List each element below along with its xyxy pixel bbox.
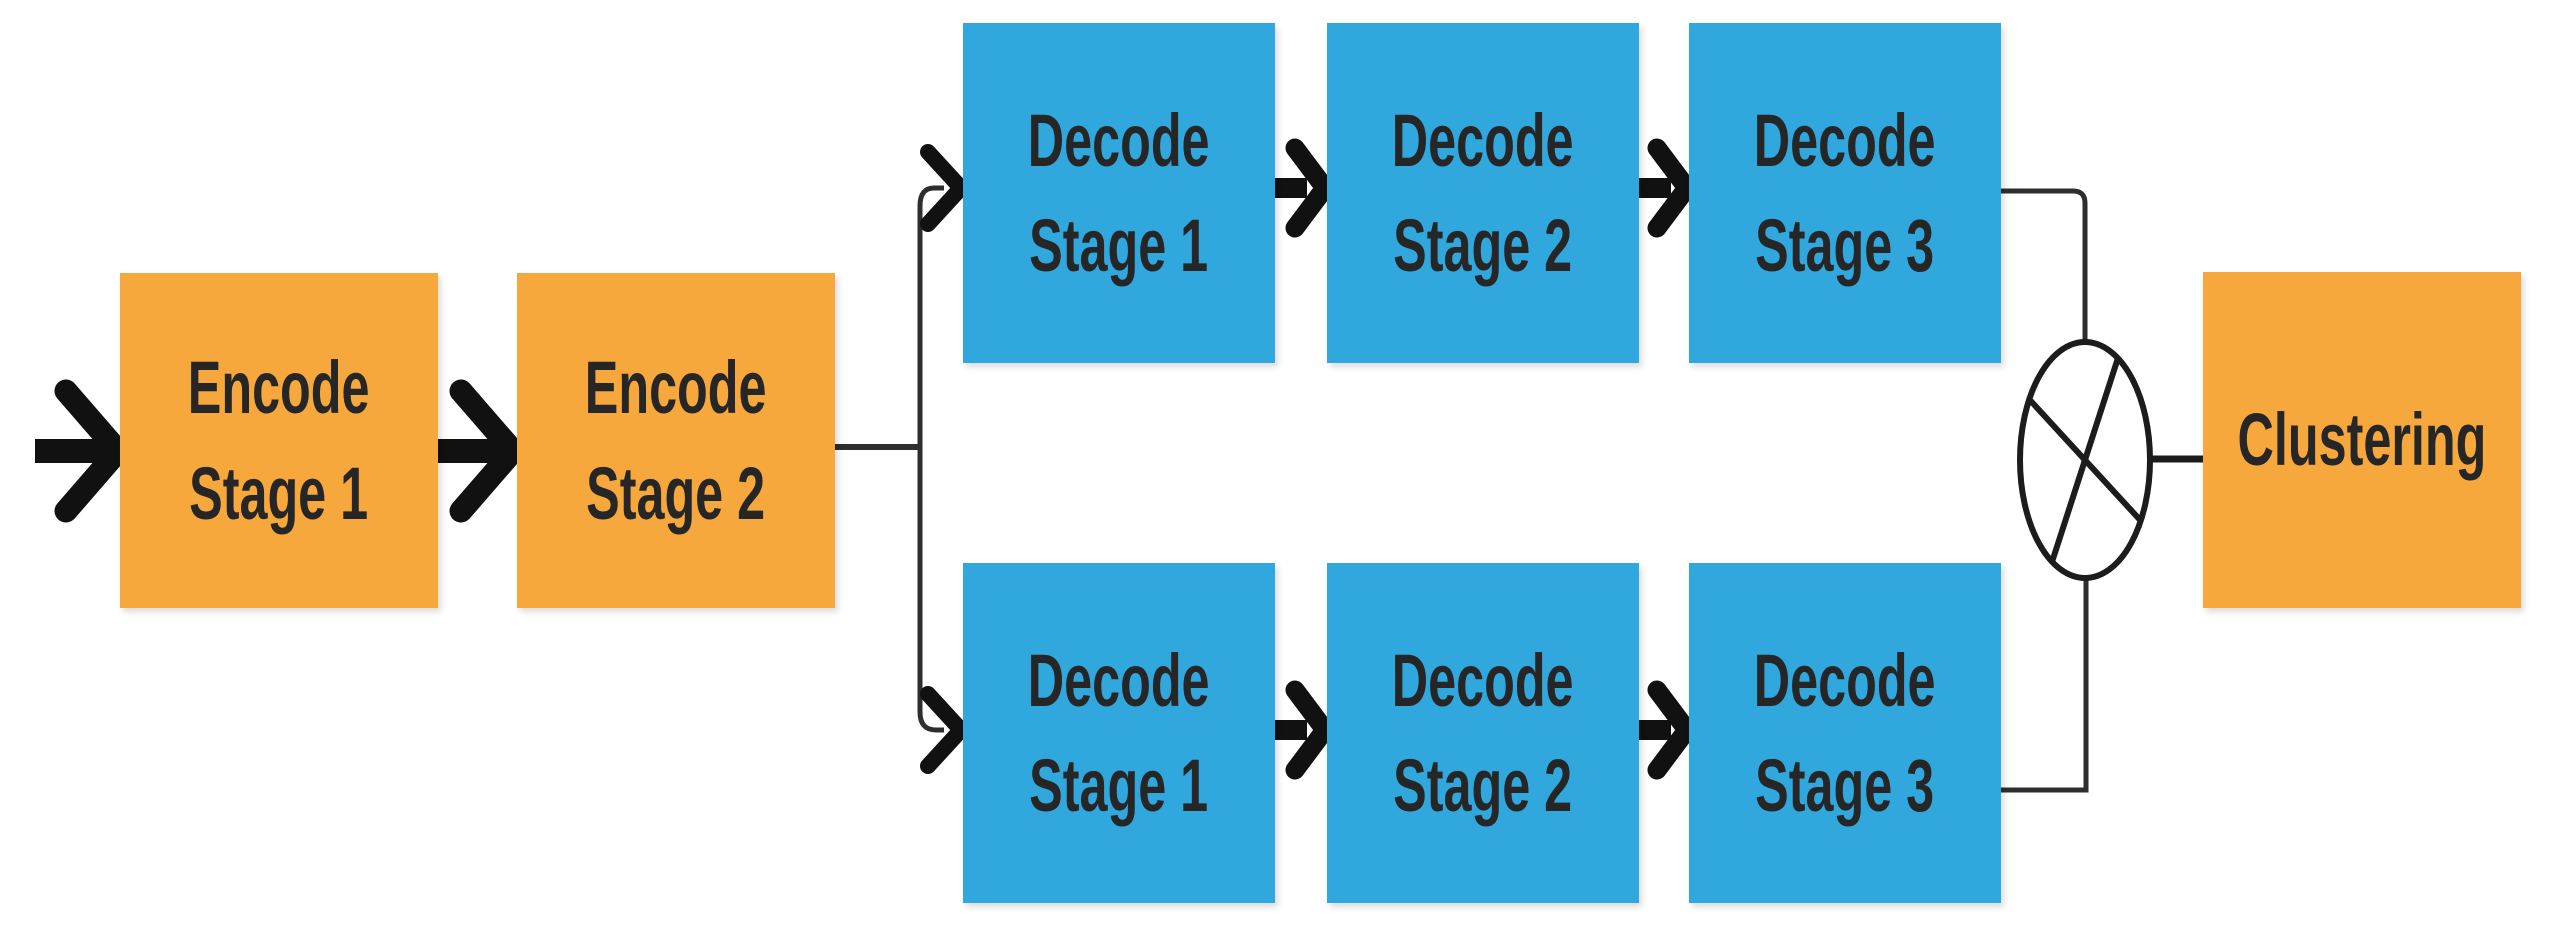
- node-label: Encode Stage 2: [585, 346, 767, 535]
- arrow-decode-bottom-2-3: [1639, 680, 1699, 780]
- node-label: Clustering: [2237, 398, 2487, 482]
- node-encode-stage-1: Encode Stage 1: [120, 273, 438, 608]
- branch-arrow-bottom: [920, 686, 972, 774]
- input-arrow: [35, 379, 134, 523]
- node-decode-top-stage-2: Decode Stage 2: [1327, 23, 1639, 363]
- arrow-decode-bottom-1-2: [1275, 680, 1337, 780]
- node-clustering: Clustering: [2203, 272, 2521, 608]
- node-decode-top-stage-1: Decode Stage 1: [963, 23, 1275, 363]
- arrow-encode1-encode2: [438, 379, 529, 523]
- branch-arrow-top: [920, 144, 972, 232]
- node-label: Decode Stage 3: [1754, 98, 1936, 287]
- node-label: Decode Stage 1: [1028, 638, 1210, 827]
- branch-line: [835, 185, 944, 733]
- node-label: Decode Stage 1: [1028, 98, 1210, 287]
- node-label: Encode Stage 1: [188, 346, 370, 535]
- node-label: Decode Stage 2: [1392, 638, 1574, 827]
- node-encode-stage-2: Encode Stage 2: [517, 273, 835, 608]
- node-decode-top-stage-3: Decode Stage 3: [1689, 23, 2001, 363]
- connector-top-to-merge: [2001, 188, 2088, 344]
- multiply-merge-icon: [2017, 339, 2153, 581]
- node-label: Decode Stage 2: [1392, 98, 1574, 287]
- node-decode-bottom-stage-3: Decode Stage 3: [1689, 563, 2001, 903]
- arrow-decode-top-2-3: [1639, 138, 1699, 238]
- node-label: Decode Stage 3: [1754, 638, 1936, 827]
- node-decode-bottom-stage-2: Decode Stage 2: [1327, 563, 1639, 903]
- node-decode-bottom-stage-1: Decode Stage 1: [963, 563, 1275, 903]
- arrow-decode-top-1-2: [1275, 138, 1337, 238]
- connector-bottom-to-merge: [2001, 576, 2089, 793]
